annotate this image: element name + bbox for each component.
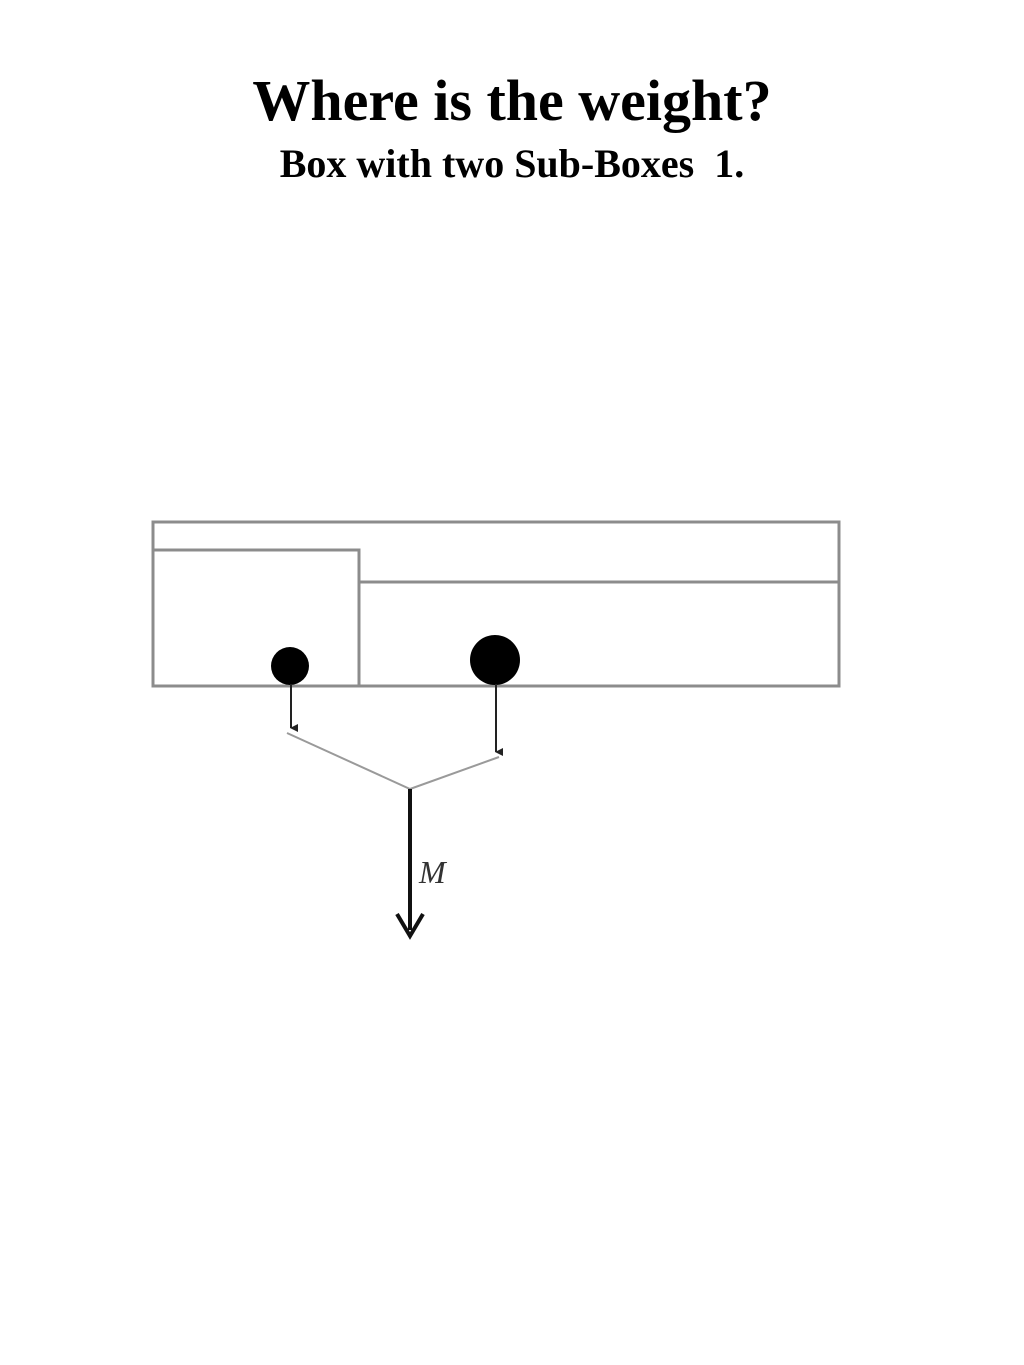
resultant-arrowhead — [395, 912, 425, 940]
right-sub-box — [357, 580, 841, 688]
resultant-mass-label: M — [418, 854, 448, 890]
left-sub-box — [151, 548, 361, 688]
slide-subtitle: Box with two Sub-Boxes 1. — [279, 141, 745, 186]
small-mass — [271, 647, 309, 685]
large-mass — [470, 635, 520, 685]
slide-title: Where is the weight? — [252, 68, 772, 133]
force-combination-connector — [286, 732, 500, 791]
